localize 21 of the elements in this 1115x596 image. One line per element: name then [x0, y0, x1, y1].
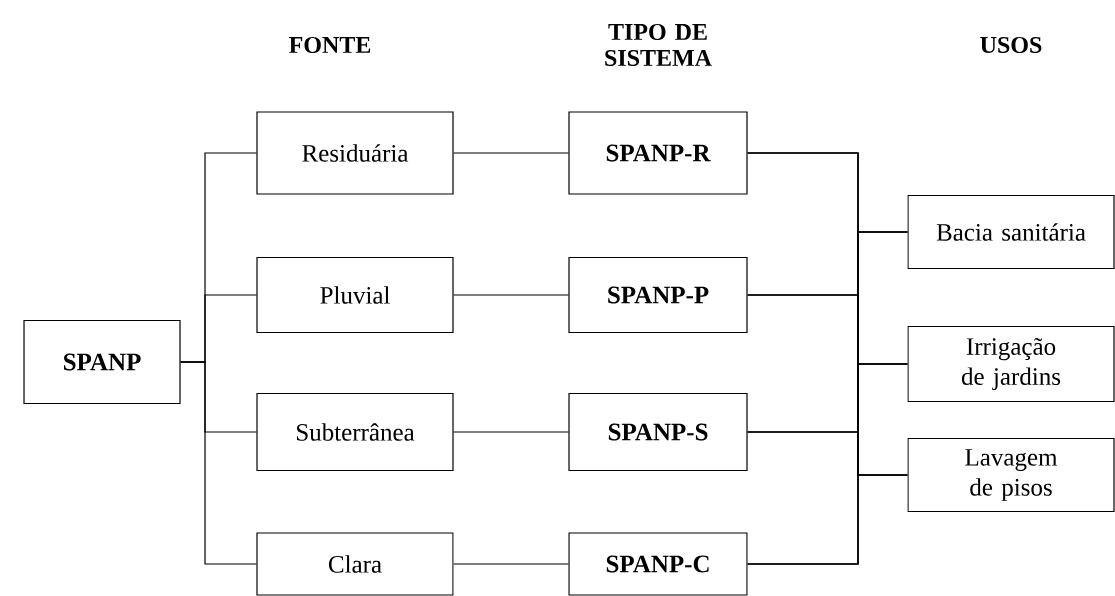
connector-line — [453, 152, 569, 154]
process-box: SPANP-R — [568, 111, 748, 195]
process-box: SPANP-P — [568, 256, 748, 334]
connector-line — [453, 294, 569, 296]
process-box: Irrigação de jardins — [907, 325, 1115, 403]
process-box: SPANP-C — [568, 532, 748, 596]
connector-line — [180, 361, 257, 565]
process-box: Clara — [256, 532, 454, 596]
connector-line — [453, 563, 569, 565]
column-header: FONTE — [289, 36, 371, 54]
connector-line — [747, 474, 908, 565]
process-box: SPANP-S — [568, 392, 748, 472]
process-box: Residuária — [256, 111, 454, 195]
column-header: TIPO DE SISTEMA — [605, 23, 712, 67]
process-box: Pluvial — [256, 256, 454, 334]
process-box: Lavagem de pisos — [907, 437, 1115, 513]
process-box: Subterrânea — [256, 392, 454, 472]
column-header: USOS — [980, 36, 1042, 54]
connector-line — [453, 431, 569, 433]
process-box: Bacia sanitária — [907, 194, 1115, 270]
process-box: SPANP — [23, 319, 181, 405]
